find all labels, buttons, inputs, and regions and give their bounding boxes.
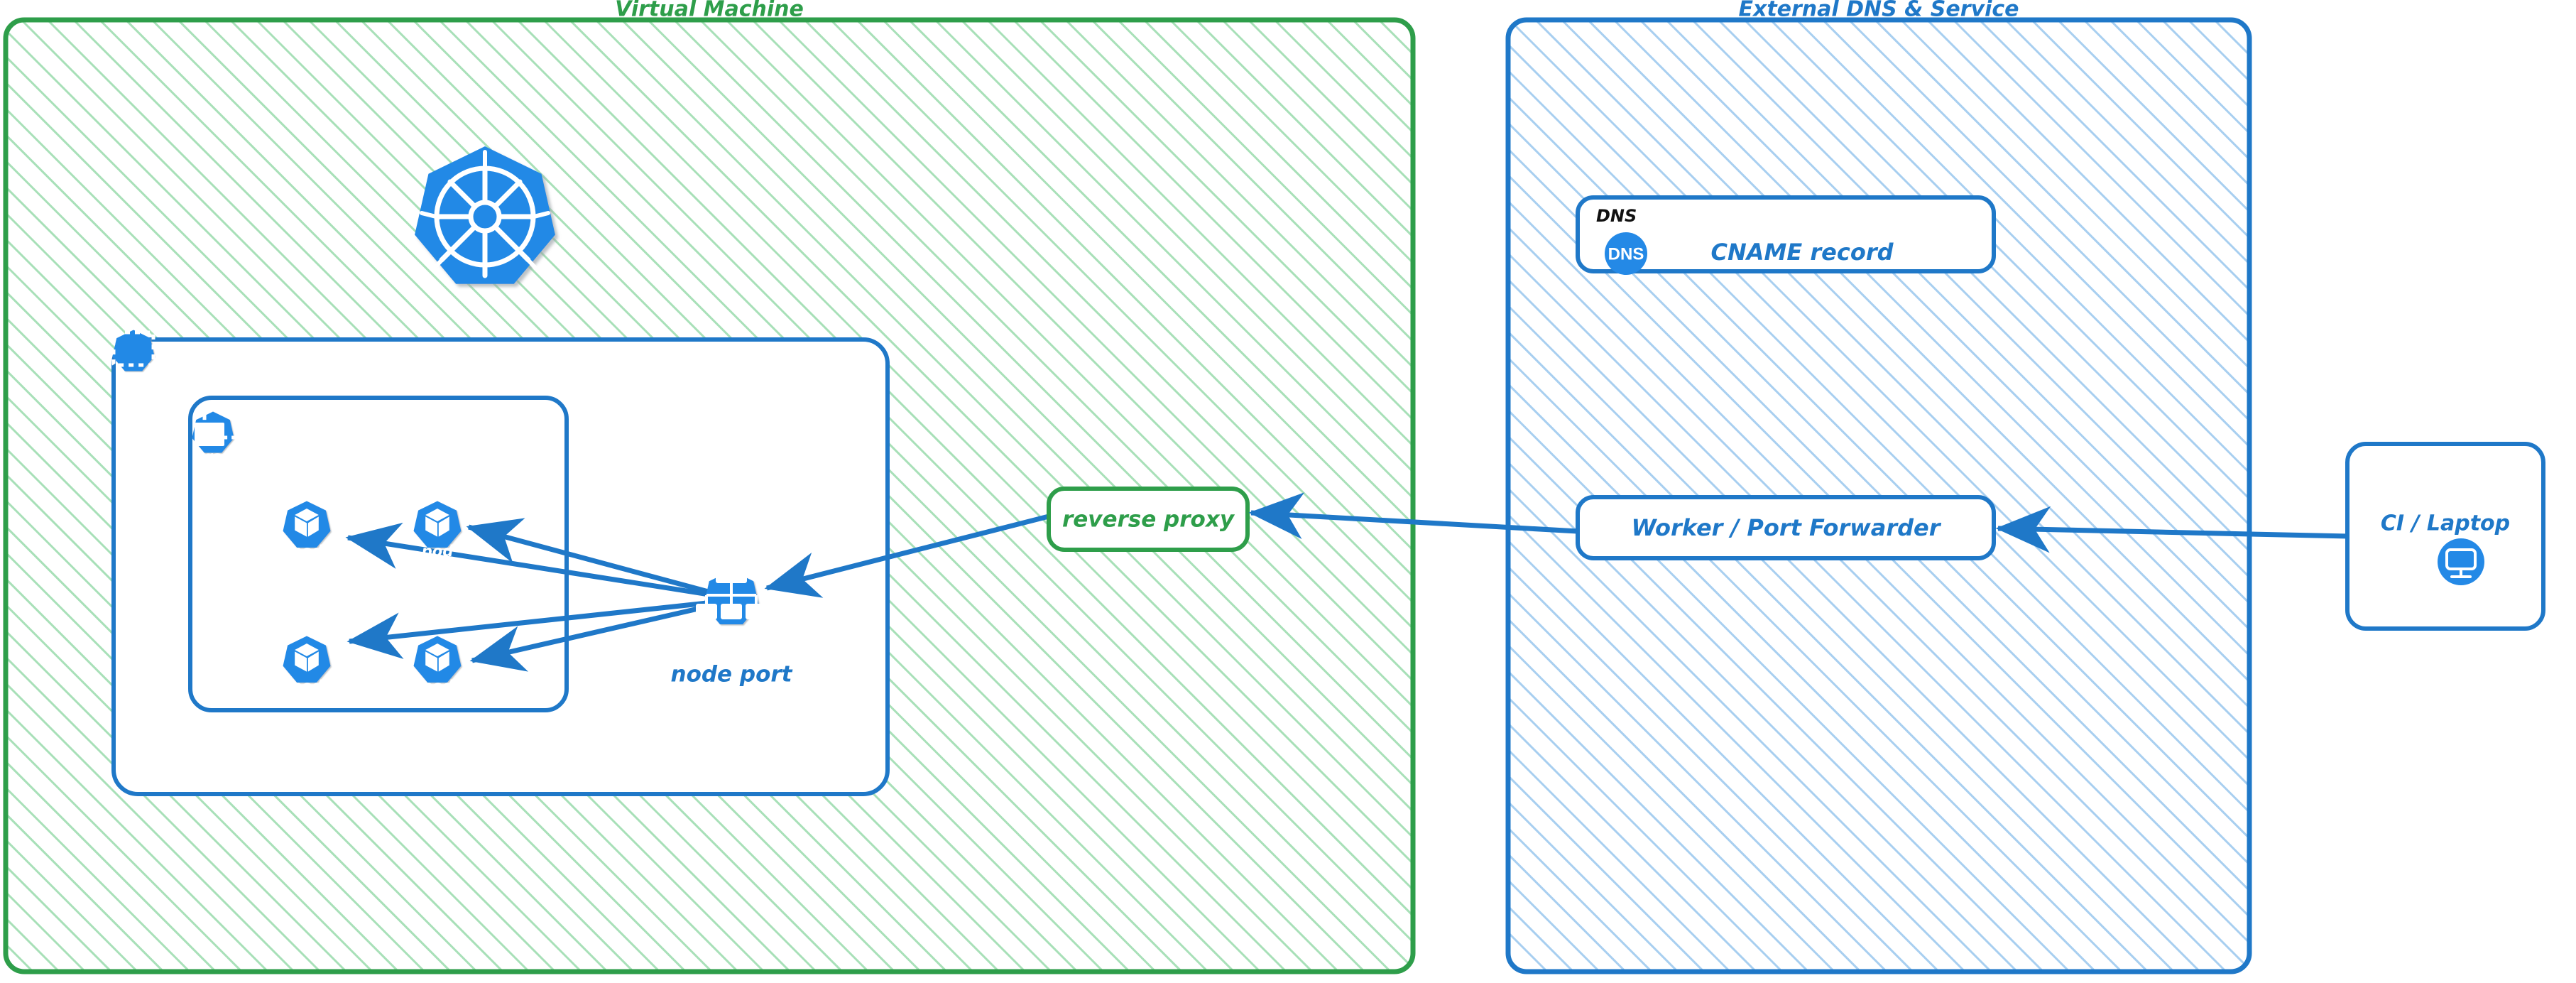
namespace-badge-label: ns bbox=[124, 368, 143, 385]
pod-3[interactable]: pod bbox=[283, 636, 331, 695]
worker-port-forwarder-node[interactable]: Worker / Port Forwarder bbox=[1576, 495, 1996, 560]
ci-laptop-box[interactable] bbox=[2345, 442, 2545, 631]
replicaset-box bbox=[188, 396, 569, 712]
edge-svc-to-pod-2 bbox=[466, 518, 714, 596]
worker-port-forwarder-label: Worker / Port Forwarder bbox=[1631, 514, 1941, 541]
k8s-replicaset-icon bbox=[195, 408, 241, 446]
dns-circle-label: DNS bbox=[1608, 244, 1644, 264]
virtual-machine-title: Virtual Machine bbox=[615, 0, 804, 22]
pod-2-label: pod bbox=[421, 543, 454, 560]
reverse-proxy-label: reverse proxy bbox=[1062, 507, 1235, 533]
pod-cube-icon bbox=[295, 509, 319, 537]
edge-reverse-proxy-to-svc bbox=[764, 514, 1049, 598]
ci-laptop-node[interactable]: CI / Laptop bbox=[2345, 442, 2545, 631]
edge-svc-to-pod-3 bbox=[346, 599, 714, 659]
pod-1-label: pod bbox=[290, 543, 323, 560]
desktop-monitor-icon bbox=[2438, 538, 2484, 585]
pod-2[interactable]: pod bbox=[413, 501, 462, 560]
edge-worker-to-reverse-proxy bbox=[1248, 492, 1578, 539]
pod-4-label: pod bbox=[421, 678, 454, 695]
cname-record-label: CNAME record bbox=[1711, 239, 1894, 266]
dns-badge-label: DNS bbox=[1596, 206, 1637, 226]
pod-1[interactable]: pod bbox=[283, 501, 331, 560]
edge-svc-to-pod-4 bbox=[469, 602, 714, 672]
kubernetes-logo bbox=[415, 146, 555, 284]
k8s-namespace-icon bbox=[111, 330, 155, 367]
service-to-pod-edges bbox=[345, 518, 714, 672]
edge-ci-to-worker bbox=[1995, 506, 2348, 553]
service-badge-label: svc bbox=[717, 622, 746, 640]
ci-laptop-label: CI / Laptop bbox=[2381, 511, 2510, 536]
replicaset-badge-label: rs bbox=[205, 448, 221, 465]
node-port-caption: node port bbox=[671, 662, 793, 688]
cname-record-node[interactable]: DNS DNS CNAME record bbox=[1576, 195, 1996, 275]
reverse-proxy-box[interactable] bbox=[1047, 487, 1250, 552]
pod-4[interactable]: pod bbox=[413, 636, 462, 695]
cname-record-box[interactable] bbox=[1576, 195, 1996, 273]
external-dns-title: External DNS & Service bbox=[1738, 0, 2019, 22]
service-tree-icon bbox=[696, 565, 767, 619]
group-external-dns-service: External DNS & Service bbox=[1505, 0, 2252, 974]
replicaset-badge[interactable]: rs bbox=[192, 408, 241, 465]
service-node[interactable]: svc bbox=[696, 565, 767, 640]
dns-circle-icon bbox=[1605, 232, 1647, 275]
worker-port-forwarder-box[interactable] bbox=[1576, 495, 1996, 560]
pod-3-label: pod bbox=[290, 678, 323, 695]
edge-svc-to-pod-1 bbox=[345, 522, 714, 598]
reverse-proxy-node[interactable]: reverse proxy bbox=[1047, 487, 1250, 552]
namespace-badge[interactable]: ns bbox=[111, 330, 155, 385]
pod-cube-icon bbox=[295, 643, 319, 672]
